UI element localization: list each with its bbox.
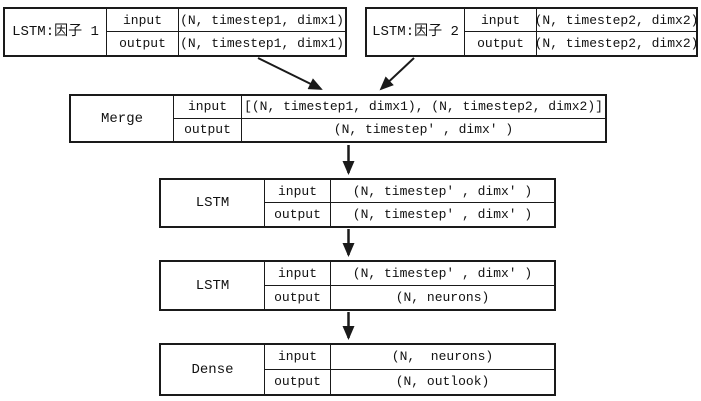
node-label: Merge [71, 96, 174, 141]
io-value-input: (N, timestep' , dimx' ) [331, 180, 554, 203]
io-key-output: output [265, 285, 331, 309]
io-key-input: input [174, 96, 242, 119]
node-label: LSTM:因子 2 [367, 9, 465, 55]
io-key-input: input [107, 9, 179, 32]
arrow-factor1-to-merge [257, 57, 323, 90]
io-value-input: (N, neurons) [331, 345, 554, 370]
io-value-input: (N, timestep2, dimx2) [537, 9, 696, 32]
io-key-input: input [265, 345, 331, 370]
io-key-input: input [265, 180, 331, 203]
io-value-input: (N, timestep' , dimx' ) [331, 262, 554, 286]
node-label: Dense [161, 345, 265, 394]
io-key-output: output [174, 118, 242, 141]
io-value-output: (N, timestep2, dimx2) [537, 36, 696, 51]
io-value-output: (N, timestep' , dimx' ) [333, 122, 514, 138]
io-key-output: output [265, 369, 331, 394]
io-value-output: (N, outlook) [395, 374, 490, 390]
io-value-output: (N, neurons) [395, 289, 490, 305]
node-lstm-factor1: LSTM:因子 1 input (N, timestep1, dimx1) ou… [3, 7, 347, 57]
io-key-output: output [465, 32, 537, 55]
io-value-output: (N, timestep1, dimx1) [180, 36, 344, 51]
node-label: LSTM [161, 180, 265, 226]
io-key-output: output [107, 32, 179, 55]
io-key-output: output [265, 203, 331, 226]
node-label: LSTM [161, 262, 265, 309]
node-lstm-b: LSTM input (N, timestep' , dimx' ) outpu… [159, 260, 556, 311]
io-key-input: input [265, 262, 331, 286]
node-merge: Merge input [(N, timestep1, dimx1), (N, … [69, 94, 607, 143]
node-dense: Dense input (N, neurons) output (N, outl… [159, 343, 556, 396]
node-label: LSTM:因子 1 [5, 9, 107, 55]
io-value-output: (N, timestep' , dimx' ) [352, 207, 533, 222]
io-value-input: (N, timestep1, dimx1) [179, 9, 345, 32]
io-key-input: input [465, 9, 537, 32]
arrow-factor2-to-merge [379, 57, 415, 91]
node-lstm-factor2: LSTM:因子 2 input (N, timestep2, dimx2) ou… [365, 7, 698, 57]
io-value-input: [(N, timestep1, dimx1), (N, timestep2, d… [242, 96, 605, 119]
node-lstm-a: LSTM input (N, timestep' , dimx' ) outpu… [159, 178, 556, 228]
